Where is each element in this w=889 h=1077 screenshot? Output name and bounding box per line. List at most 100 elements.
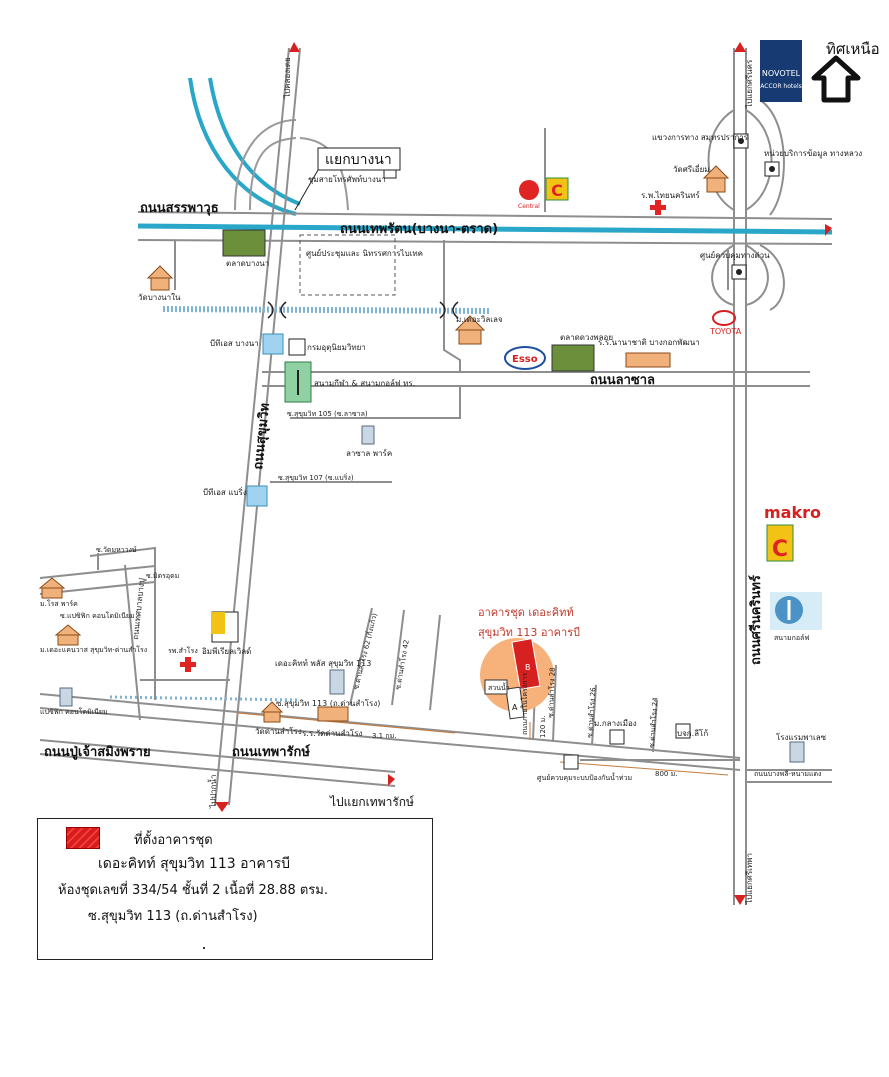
canal: [109, 306, 491, 702]
novotel-label: NOVOTEL: [762, 69, 801, 78]
bridge-markers: [267, 301, 459, 319]
to-pakkran: ไปปากน้ำ: [207, 775, 218, 809]
svg-text:C: C: [772, 537, 788, 562]
temple-sriaiam-label: วัดศรีเอี่ยม: [673, 163, 710, 174]
hotel-lake-label: โรงแรมพาเลซ: [776, 732, 827, 742]
soi26-label: ซ.ด่านสำโรง 26: [585, 687, 598, 739]
wat-dansamrong-label: วัดด่านสำโรง: [255, 726, 302, 736]
to-klongtoei: ไปคลองเตย: [283, 57, 292, 99]
golf-icon: [770, 592, 822, 630]
bko-label: บจก.ลีโก้: [677, 728, 708, 738]
bigc-logo: C C: [545, 177, 794, 562]
legend-line-0: ที่ตั้งอาคารชุด: [134, 833, 213, 848]
road-sukhumvit: ถนนสุขุมวิท: [251, 402, 273, 470]
building-title: อาคารชุด เดอะคิทท์: [478, 606, 574, 619]
legend-swatch: [66, 827, 100, 849]
legend-dot: [203, 947, 205, 949]
condo-icons: [59, 425, 805, 763]
road-bangna-trat: ถนนบางพลี-หนามแดง: [754, 770, 821, 778]
bldg-a: A: [512, 703, 518, 712]
soi28-label: ซ.ด่านสำโรง 28: [546, 667, 557, 718]
central-logo: [519, 180, 539, 200]
school-dansamrong-label: ร.ร.วัดด่านสำโรง: [302, 728, 362, 738]
mrose-label: ม.โรส พาร์ค: [40, 599, 78, 608]
callout-label: แยกบางนา: [325, 152, 392, 168]
imperial-label: อิมพีเรียลเวิลด์: [202, 646, 251, 656]
golf-label: สนามกอล์ฟ: [774, 634, 809, 642]
esso-label: Esso: [512, 354, 538, 365]
service-unit-label: หน่วยบริการข้อมูล ทางหลวง: [764, 149, 862, 159]
toyota-logo: [712, 310, 736, 326]
bitec-label: ศูนย์ประชุมและ นิทรรศการไบเทค: [306, 248, 423, 259]
stadium-label: สนามกีฬา & สนามกอล์ฟ ทร.: [314, 378, 415, 388]
soi-wat-label: ซ.วัดมหาวงษ์: [96, 546, 137, 554]
hospital-thainakarin-label: ร.พ.ไทยนครินทร์: [641, 190, 701, 200]
market-icons: [222, 229, 595, 372]
soi24-label: ซ.ด่านสำโรง 24: [647, 697, 660, 749]
stadium-icon: [284, 361, 312, 403]
bts-station-icons: [246, 333, 284, 507]
theknight-plus-label: เดอะคิทท์ พลัส สุขุมวิท 113: [275, 658, 371, 668]
dist-120-label: 120 ม.: [539, 716, 547, 738]
soi113-road: [39, 607, 741, 771]
meteo-label: กรมอุตุนิยมวิทยา: [307, 343, 366, 352]
project-site: [480, 638, 554, 720]
mdeville-label: ม.เดอะวิลเลจ: [456, 315, 503, 324]
bts-bearing-label: บีทีเอส แบริ่ง: [203, 486, 247, 497]
mdekasan-label: ม.เดอะแคนวาส สุขุมวิท-ด่านสำโรง: [40, 645, 147, 654]
bts-bangna-label: บีทีเอส บางนา: [210, 339, 259, 348]
legend-line-1: เดอะคิทท์ สุขุมวิท 113 อาคารบี: [98, 856, 291, 872]
road-sanphawut: ถนนสรรพาวุธ: [140, 201, 219, 216]
soi107-label: ซ.สุขุมวิท 107 (ซ.แบริ่ง): [278, 473, 354, 482]
theparak-to: ไปแยกเทพารักษ์: [329, 795, 414, 809]
tower-label: ชุมสายโทรศัพท์บางนา: [308, 174, 386, 184]
to-sriphat: ไปแยกศรีเทพา: [745, 853, 754, 905]
puchao-theparak-roads: [39, 739, 832, 787]
bangna-market-label: ตลาดบางนา: [226, 259, 269, 268]
hospital-icons: [180, 200, 666, 672]
dist-31-label: 3.1 กม.: [372, 732, 396, 740]
soi105-label: ซ.สุขุมวิท 105 (ซ.ลาซาล): [287, 410, 368, 418]
lasalle-road: [262, 128, 810, 419]
dist-800-label: 800 ม.: [655, 770, 677, 778]
lasalle-park-label: ลาซาล พาร์ค: [346, 448, 392, 458]
legend-box: ที่ตั้งอาคารชุด เดอะคิทท์ สุขุมวิท 113 อ…: [37, 818, 433, 960]
nanachat-label: ร.ร.นานาชาติ บางกอกพัฒนา: [598, 338, 700, 347]
bitec-area: [299, 234, 396, 296]
bangna-callout: [294, 147, 401, 211]
legend-line-2: ห้องชุดเลขที่ 334/54 ชั้นที่ 2 เนื้อที่ …: [58, 883, 328, 898]
road-thepharat: ถนนเทพรัตน(บางนา-ตราด): [340, 222, 498, 237]
north-arrow-icon: [808, 38, 864, 104]
to-srinakarin-top: ไปแยกศรีนคร: [745, 59, 754, 109]
dept-samut-label: แขวงการทาง สมุทรปราการ: [652, 133, 749, 142]
legend-line-3: ซ.สุขุมวิท 113 (ถ.ด่านสำโรง): [88, 909, 258, 924]
thanon-kitt-label: ถนนภายในโครงการ: [520, 673, 529, 735]
temple-icons: [38, 165, 730, 723]
pacific-condo-label: แปซิฟิก คอนโดมิเนียม: [40, 707, 108, 716]
bldg-b: B: [525, 663, 531, 672]
novotel-logo: [760, 40, 802, 102]
road-theparak: ถนนเทพารักษ์: [232, 744, 310, 760]
bigc-small-logo: [211, 612, 225, 634]
direction-arrows: [215, 42, 746, 905]
esso-logo: [504, 346, 546, 370]
accor-label: ACCOR hotels: [760, 83, 802, 90]
road-puchao: ถนนปู่เจ้าสมิงพราย: [44, 744, 151, 760]
svg-text:C: C: [551, 181, 563, 200]
expressway-curve: [188, 77, 301, 216]
swimming-label: สวนน้ำ: [488, 681, 510, 692]
building-sub: สุขุมวิท 113 อาคารบี: [478, 626, 580, 639]
flood-label: ศูนย์ควบคุมระบบป้องกันน้ำท่วม: [537, 771, 632, 782]
soi-mit-label: ซ.มิตรอุดม: [146, 572, 179, 580]
control-center-label: ศูนย์ควบคุมทางด่วน: [700, 250, 770, 261]
soi113-label: ซ.สุขุมวิท 113 (ถ.ด่านสำโรง): [276, 698, 380, 708]
pacific-label: ซ.แปซิฟิก คอนโดมิเนียม: [60, 611, 135, 620]
toyota-label: TOYOTA: [709, 327, 742, 336]
central-label: Central: [518, 203, 540, 210]
m-klangmuang-label: ม.กลางเมือง: [594, 719, 637, 728]
wat-bangna-label: วัดบางนาใน: [138, 293, 181, 302]
duangploy-label: ตลาดดวงพลอย: [560, 333, 613, 342]
north-label: ทิศเหนือ: [826, 40, 880, 58]
road-lasalle: ถนนลาซาล: [590, 373, 655, 388]
